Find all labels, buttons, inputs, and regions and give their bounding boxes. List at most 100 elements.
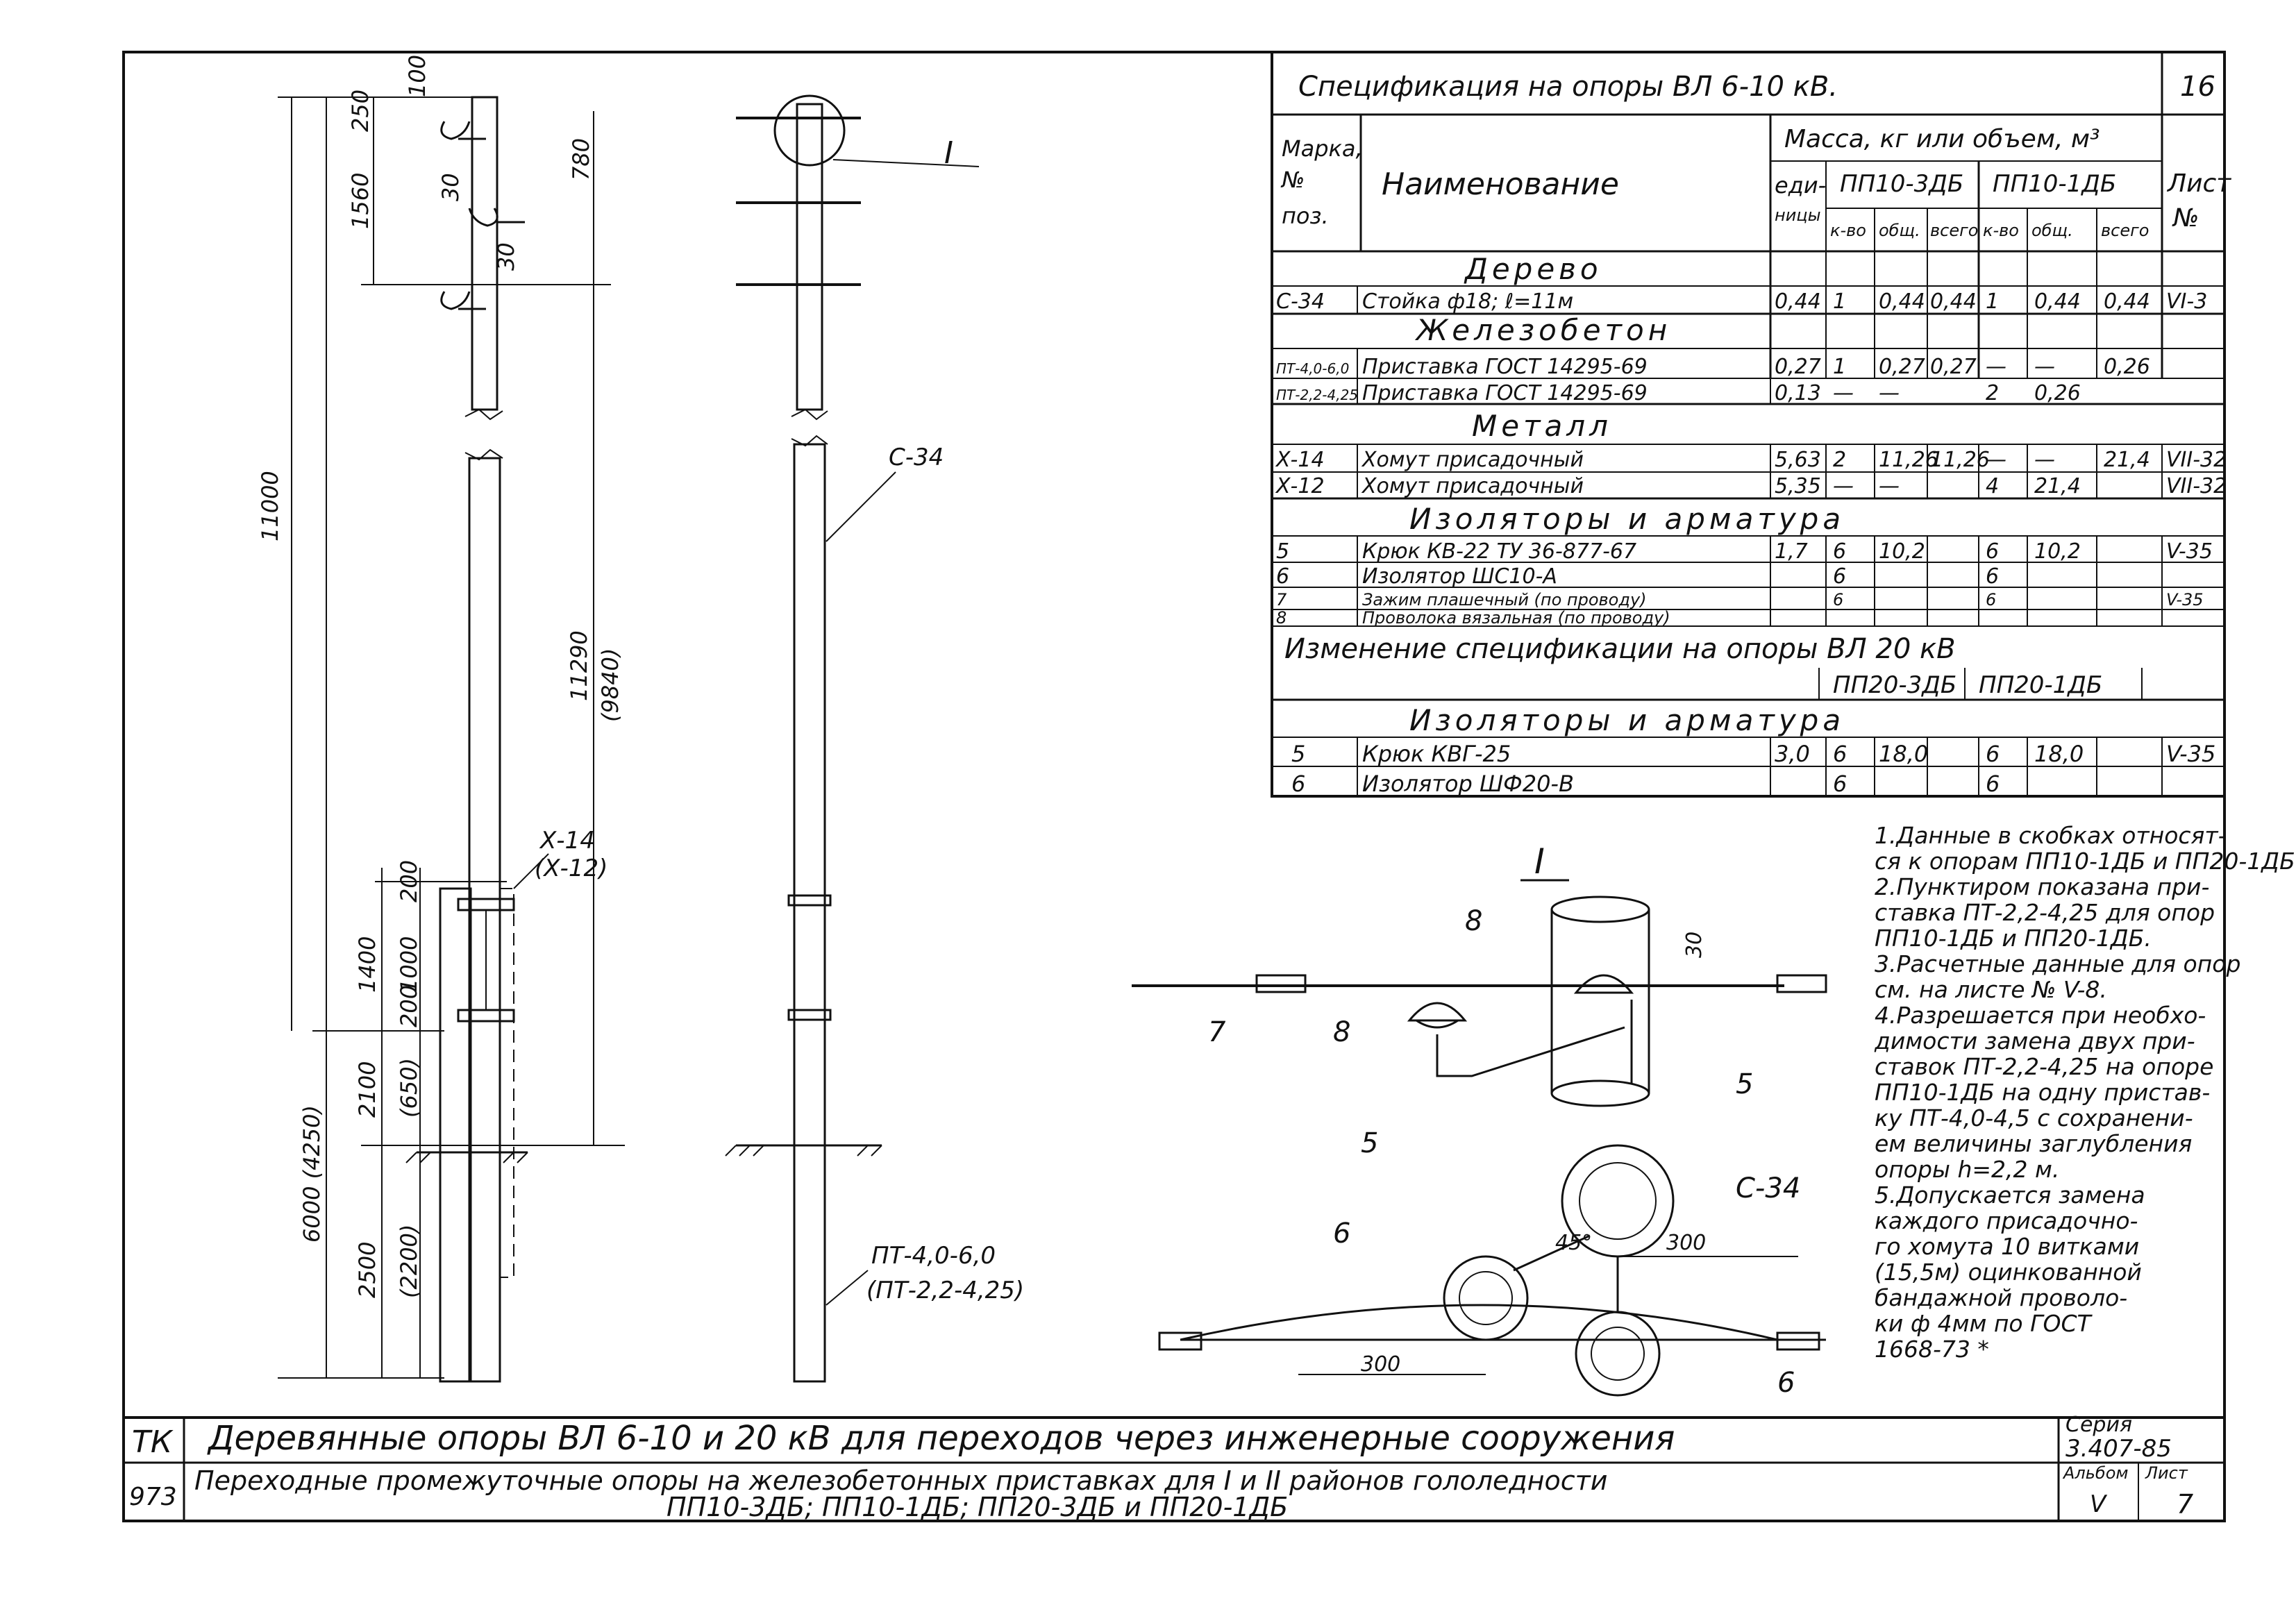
pole-elevation-dimensioned: 11000 6000 (4250) 250 1560 100 30 30 780… bbox=[257, 55, 625, 1383]
spec2-cell-qb: 6 bbox=[1986, 741, 2000, 767]
note-line: (15,5м) оцинкованной bbox=[1875, 1259, 2142, 1286]
dim-250: 250 bbox=[347, 90, 374, 132]
spec2-cell-name: Изолятор ШФ20-В bbox=[1362, 771, 1574, 797]
specification-table: Спецификация на опоры ВЛ 6-10 кВ. 16 Мар… bbox=[1271, 51, 2231, 798]
sub-tot-a: общ. bbox=[1879, 221, 1920, 240]
spec2-cell-qb: 6 bbox=[1986, 771, 2000, 797]
spec-cell-ta: 10,2 bbox=[1879, 539, 1925, 564]
spec-cell-tb: 0,26 bbox=[2034, 381, 2081, 405]
sub-qty-b: к-во bbox=[1983, 221, 2019, 240]
label-x14: Х-14 bbox=[539, 827, 595, 855]
spec-cell-qb: 6 bbox=[1986, 564, 1999, 589]
dim-2100: 2100 bbox=[354, 1061, 380, 1118]
spec-cell-qa: 1 bbox=[1833, 355, 1846, 379]
section-insulators: Изоляторы и арматура bbox=[1409, 502, 1845, 536]
note-line: 3.Расчетные данные для опор bbox=[1875, 950, 2240, 977]
spec-cell-name: Крюк КВ-22 ТУ 36-877-67 bbox=[1362, 539, 1636, 564]
spec-cell-ab: 21,4 bbox=[2104, 448, 2150, 472]
spec-cell-ta: 11,26 bbox=[1879, 448, 1938, 472]
label-roman-i: I bbox=[944, 135, 953, 171]
spec-cell-unit: 0,44 bbox=[1775, 289, 1821, 314]
type-a: ПП10-3ДБ bbox=[1840, 170, 1963, 198]
note-line: ку ПТ-4,0-4,5 с сохранени- bbox=[1875, 1104, 2193, 1132]
detail-title: I bbox=[1534, 841, 1545, 882]
pos-6a: 6 bbox=[1333, 1218, 1350, 1250]
spec-cell-qb: 6 bbox=[1986, 590, 1996, 609]
spec-cell-qa: — bbox=[1833, 474, 1854, 498]
spec-cell-name: Стойка ф18; ℓ=11м bbox=[1362, 289, 1573, 314]
sheet-number: 16 bbox=[2180, 71, 2215, 103]
spec-cell-qb: — bbox=[1986, 448, 2006, 472]
note-line: ки ф 4мм по ГОСТ bbox=[1875, 1310, 2093, 1337]
spec-cell-ta: 0,27 bbox=[1879, 355, 1925, 379]
section-insulators-20kv: Изоляторы и арматура bbox=[1409, 703, 1845, 737]
album-label: Альбом bbox=[2062, 1463, 2129, 1483]
sub-tot-b: общ. bbox=[2031, 221, 2073, 240]
dim-1000: 1000 bbox=[396, 936, 422, 993]
spec2-cell-name: Крюк КВГ-25 bbox=[1362, 741, 1511, 767]
spec-cell-qa: — bbox=[1833, 381, 1854, 405]
spec-cell-sheet: VII-32 bbox=[2166, 448, 2227, 472]
spec-cell-name: Проволока вязальная (по проводу) bbox=[1362, 608, 1670, 628]
notes-block: 1.Данные в скобках относят-ся к опорам П… bbox=[1874, 822, 2296, 1363]
spec-cell-sheet: VI-3 bbox=[2166, 289, 2207, 314]
stamp-title3: ПП10-3ДБ; ПП10-1ДБ; ПП20-3ДБ и ПП20-1ДБ bbox=[667, 1492, 1288, 1522]
spec-cell-sheet: V-35 bbox=[2166, 590, 2204, 609]
spec-cell-mark: ПТ-2,2-4,25 bbox=[1276, 387, 1358, 403]
note-line: 1668-73 * bbox=[1875, 1336, 1989, 1363]
note-line: ставка ПТ-2,2-4,25 для опор bbox=[1875, 899, 2215, 926]
note-line: опоры h=2,2 м. bbox=[1875, 1156, 2059, 1183]
col-sheet-2: № bbox=[2172, 204, 2199, 233]
spec-cell-mark: 6 bbox=[1276, 564, 1289, 589]
dim-780: 780 bbox=[568, 138, 594, 180]
note-line: ПП10-1ДБ на одну пристав- bbox=[1875, 1079, 2210, 1106]
col-mark-1: Марка, bbox=[1282, 135, 1363, 162]
stamp-org2: 973 bbox=[129, 1483, 177, 1511]
spec-cell-tb: 21,4 bbox=[2034, 474, 2081, 498]
note-line: 5.Допускается замена bbox=[1875, 1181, 2145, 1209]
spec2-cell-sheet: V-35 bbox=[2166, 741, 2215, 767]
detail-dim-300b: 300 bbox=[1361, 1352, 1400, 1377]
album-value: V bbox=[2090, 1490, 2108, 1518]
sheet-value: 7 bbox=[2177, 1489, 2193, 1520]
spec-cell-unit: 0,27 bbox=[1775, 355, 1821, 379]
spec-cell-unit: 5,63 bbox=[1775, 448, 1821, 472]
note-line: 1.Данные в скобках относят- bbox=[1875, 822, 2227, 849]
spec-cell-qb: 4 bbox=[1986, 474, 1999, 498]
type-b: ПП10-1ДБ bbox=[1993, 170, 2116, 198]
pos-6b: 6 bbox=[1777, 1367, 1795, 1399]
type-d: ПП20-1ДБ bbox=[1979, 671, 2102, 699]
col-mark-2: № bbox=[1280, 167, 1305, 193]
series-value: 3.407-85 bbox=[2065, 1435, 2172, 1463]
spec-cell-ta: — bbox=[1879, 474, 1900, 498]
note-line: бандажной проволо- bbox=[1875, 1284, 2127, 1311]
col-unit-1: еди- bbox=[1775, 172, 1826, 199]
dim-2200: (2200) bbox=[396, 1225, 422, 1298]
dim-200b: 200 bbox=[396, 985, 422, 1027]
spec-title: Спецификация на опоры ВЛ 6-10 кВ. bbox=[1298, 71, 1838, 103]
label-pt2: (ПТ-2,2-4,25) bbox=[866, 1277, 1024, 1304]
spec-cell-name: Зажим плашечный (по проводу) bbox=[1362, 590, 1647, 609]
note-line: 4.Разрешается при необхо- bbox=[1875, 1002, 2206, 1029]
spec-cell-sheet: VII-32 bbox=[2166, 474, 2227, 498]
spec-cell-mark: 5 bbox=[1276, 539, 1289, 564]
col-mass: Масса, кг или объем, м³ bbox=[1784, 125, 2100, 153]
section-wood: Дерево bbox=[1464, 252, 1602, 286]
detail-dim-30: 30 bbox=[1682, 932, 1707, 958]
spec-cell-mark: 8 bbox=[1276, 608, 1287, 628]
spec-cell-unit: 1,7 bbox=[1775, 539, 1808, 564]
dim-1400: 1400 bbox=[354, 936, 380, 993]
dim-6000: 6000 (4250) bbox=[299, 1105, 325, 1243]
stamp-title1: Деревянные опоры ВЛ 6-10 и 20 кВ для пер… bbox=[207, 1419, 1675, 1458]
dim-100: 100 bbox=[404, 55, 430, 97]
note-line: димости замена двух при- bbox=[1874, 1027, 2195, 1054]
type-c: ПП20-3ДБ bbox=[1833, 671, 1956, 699]
spec2-cell-mark: 5 bbox=[1291, 741, 1305, 767]
spec-cell-mark: Х-12 bbox=[1275, 474, 1325, 498]
spec-cell-name: Изолятор ШС10-А bbox=[1362, 564, 1557, 589]
title-block: ТК 973 Деревянные опоры ВЛ 6-10 и 20 кВ … bbox=[124, 1413, 2224, 1522]
col-mark-3: поз. bbox=[1282, 203, 1329, 229]
sub-all-a: всего bbox=[1930, 221, 1978, 240]
